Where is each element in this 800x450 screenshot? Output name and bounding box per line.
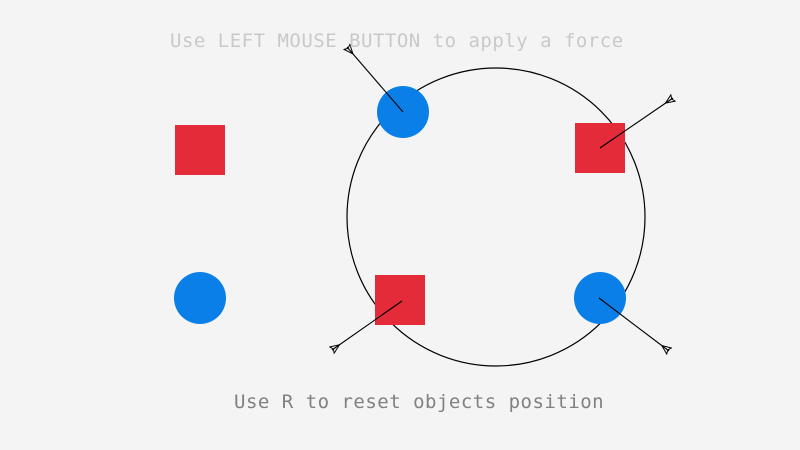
bodies-group[interactable] <box>174 86 626 325</box>
force-arrow-circle-bottom-right <box>598 297 669 351</box>
force-arrow-circle-top <box>347 47 404 113</box>
force-arrow-square-bottom-center <box>332 300 403 350</box>
square-bottom-center[interactable] <box>375 275 425 325</box>
force-arrows-group <box>332 47 673 351</box>
hint-text-reset-objects: Use R to reset objects position <box>234 391 605 413</box>
hint-text-apply-force: Use LEFT MOUSE BUTTON to apply a force <box>170 30 624 52</box>
force-arrow-square-top-right <box>599 98 673 149</box>
guide-circle <box>346 67 646 367</box>
square-top-left[interactable] <box>175 125 225 175</box>
circle-bottom-right[interactable] <box>574 272 626 324</box>
circle-bottom-left[interactable] <box>174 272 226 324</box>
